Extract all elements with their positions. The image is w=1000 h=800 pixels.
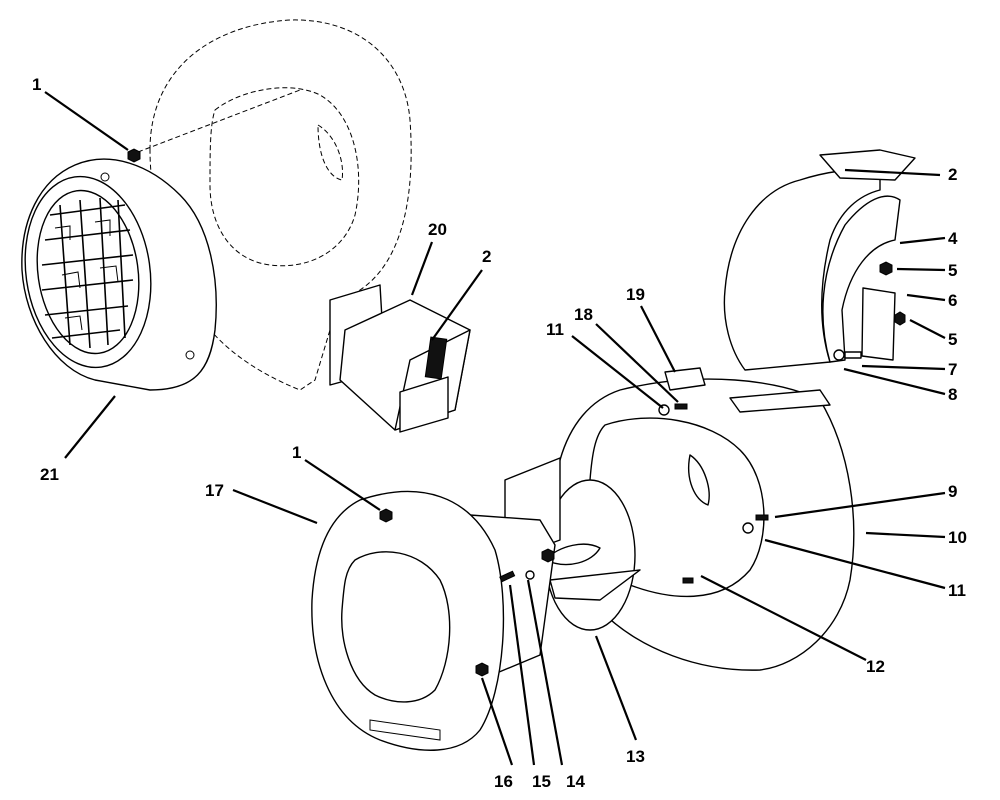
- part-7-bolt: [844, 351, 862, 359]
- callout-13: 13: [626, 747, 645, 766]
- upper-housing-ghost: [137, 19, 412, 391]
- callout-4: 4: [948, 229, 958, 248]
- part-20-outlet-chute: [329, 284, 471, 433]
- leader-11a: [571, 335, 664, 409]
- leader-5a: [896, 267, 946, 272]
- housing-10-outlet: [729, 389, 831, 413]
- callout-14: 14: [566, 772, 585, 791]
- upper-housing-assembly-line: [137, 89, 301, 153]
- leader-20: [410, 241, 434, 296]
- callout-2: 2: [482, 247, 491, 266]
- upper-housing-inlet-hole: [317, 124, 344, 181]
- part-17-front-plate: [311, 490, 556, 751]
- cover-21-screen-mesh: [41, 197, 134, 349]
- leader-6: [906, 293, 946, 302]
- part-6-bracket: [861, 287, 896, 361]
- leader-2b: [844, 168, 941, 177]
- part-5-hex-nut-icon: [879, 261, 893, 276]
- housing-10-inlet-opening: [688, 454, 710, 506]
- callout-11: 11: [948, 581, 966, 600]
- callout-labels: 1 21 20 2 2 4 5 6 5 7 8 19 18 11 9 10 11…: [32, 75, 967, 791]
- upper-housing-outline: [149, 19, 412, 391]
- part-14-washer: [525, 570, 535, 580]
- callout-10: 10: [948, 528, 967, 547]
- leader-16: [480, 677, 514, 766]
- callout-21: 21: [40, 465, 59, 484]
- leader-1a: [44, 91, 129, 151]
- leader-19: [640, 305, 676, 373]
- leader-1b: [304, 459, 381, 511]
- part-1-hex-nut-icon: [379, 508, 393, 523]
- callout-2: 2: [948, 165, 957, 184]
- upper-housing-inlet-ring: [209, 87, 360, 267]
- part-1-hex-nut-upper: [127, 148, 141, 163]
- leader-17: [232, 488, 318, 525]
- callout-20: 20: [428, 220, 447, 239]
- leader-18: [595, 323, 679, 403]
- part-8-washer: [833, 349, 845, 361]
- chute-20-outlet: [399, 376, 449, 433]
- impeller-13-blade: [549, 569, 641, 601]
- leader-11b: [764, 538, 946, 590]
- leader-9: [774, 491, 946, 519]
- callout-8: 8: [948, 385, 957, 404]
- part-18-screw: [674, 403, 688, 410]
- leader-4: [899, 236, 946, 245]
- cover-21-bolt-hole: [185, 350, 195, 360]
- leader-7: [861, 364, 946, 371]
- plate-17-opening: [341, 551, 451, 703]
- callout-12: 12: [866, 657, 885, 676]
- callout-19: 19: [626, 285, 645, 304]
- callout-16: 16: [494, 772, 513, 791]
- callout-1: 1: [32, 75, 41, 94]
- part-5-hex-nut-icon: [894, 311, 906, 326]
- leader-2a: [431, 269, 483, 341]
- callout-6: 6: [948, 291, 957, 310]
- plate-17-slot: [369, 719, 441, 741]
- leader-13: [594, 635, 638, 741]
- hex-nut-icon: [541, 548, 555, 563]
- part-11-washer-lower: [742, 522, 754, 534]
- leader-5b: [909, 319, 946, 339]
- callout-11: 11: [546, 320, 564, 339]
- leader-12: [700, 575, 867, 661]
- leader-lines: [44, 91, 946, 766]
- callout-5: 5: [948, 330, 957, 349]
- part-15-bolt: [499, 570, 516, 583]
- leader-8: [843, 367, 946, 396]
- leader-21: [64, 395, 116, 459]
- leader-15: [508, 584, 536, 766]
- callout-17: 17: [205, 481, 224, 500]
- leader-10: [865, 531, 946, 539]
- part-9-screw: [755, 514, 769, 521]
- leader-14: [526, 579, 564, 766]
- cover-21-bolt-hole: [100, 172, 110, 182]
- part-19-decal: [664, 367, 706, 391]
- part-21-inlet-screen-cover: [21, 158, 217, 391]
- hex-nut-icon: [127, 148, 141, 163]
- part-12-screw: [682, 577, 694, 584]
- shroud-4-front: [822, 195, 901, 363]
- part-16-hex-nut-icon: [475, 662, 489, 677]
- chute-decal-2: [424, 336, 448, 380]
- callout-18: 18: [574, 305, 593, 324]
- impeller-13-hub: [544, 543, 601, 566]
- callout-9: 9: [948, 482, 957, 501]
- part-4-shroud: [723, 149, 916, 371]
- callout-15: 15: [532, 772, 551, 791]
- callout-7: 7: [948, 360, 957, 379]
- callout-5: 5: [948, 261, 957, 280]
- callout-1: 1: [292, 443, 301, 462]
